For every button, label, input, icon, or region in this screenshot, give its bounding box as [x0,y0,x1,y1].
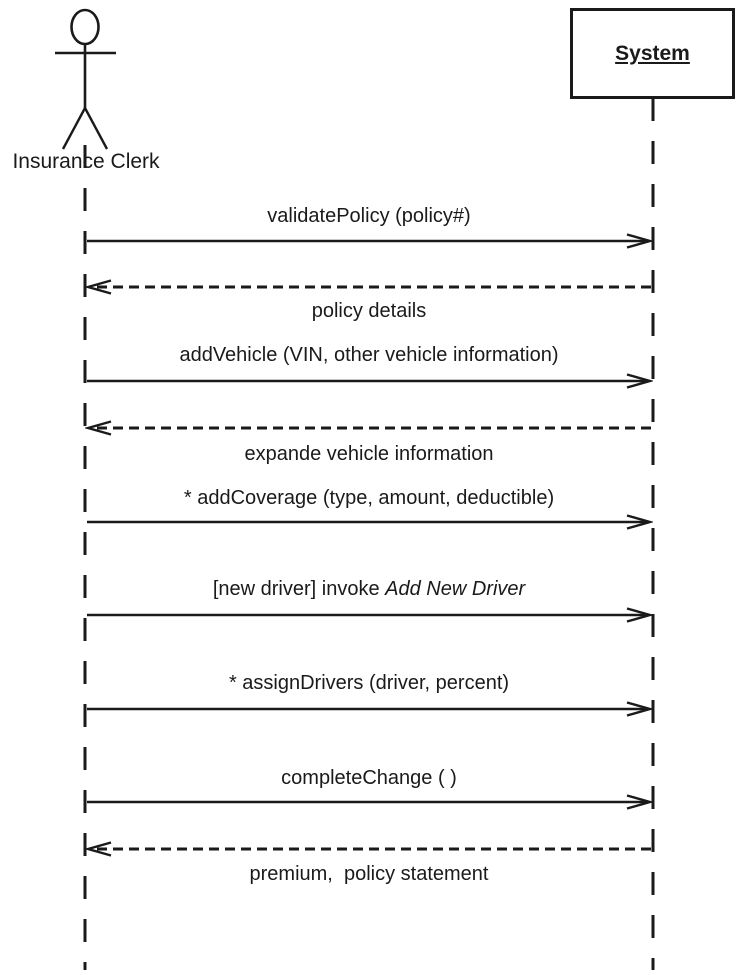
call-arrow-icon [87,514,653,530]
actor-icon [55,8,116,150]
call-arrow-icon [87,233,653,249]
message-label: addVehicle (VIN, other vehicle informati… [179,344,559,366]
call-arrow-icon [87,607,653,623]
return-arrow-icon [85,841,651,857]
message-label: * assignDrivers (driver, percent) [228,672,510,694]
return-arrow-icon [85,279,651,295]
system-box: System [570,8,735,99]
message-label: completeChange ( ) [281,767,457,789]
message-label: validatePolicy (policy#) [267,205,471,227]
system-label: System [615,41,690,65]
message-label: policy details [311,300,427,322]
return-arrow-icon [85,420,651,436]
message-label: * addCoverage (type, amount, deductible) [183,487,555,509]
call-arrow-icon [87,701,653,717]
message-label: premium, policy statement [249,863,489,885]
message-label: expande vehicle information [244,443,494,465]
call-arrow-icon [87,794,653,810]
call-arrow-icon [87,373,653,389]
lifeline-system [651,98,655,970]
message-label: [new driver] invoke Add New Driver [212,578,526,600]
lifeline-actor [83,145,87,970]
